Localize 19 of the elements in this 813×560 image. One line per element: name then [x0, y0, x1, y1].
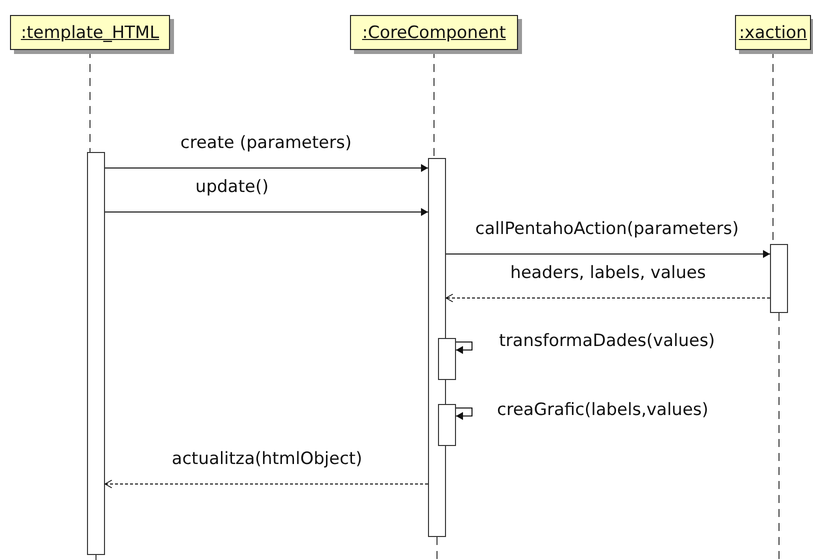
message-arrow: [104, 164, 428, 172]
message-label: transformaDades(values): [499, 331, 715, 351]
message-label: headers, labels, values: [510, 263, 706, 283]
message-arrow: [446, 250, 770, 258]
activation-bar: [770, 244, 788, 313]
activation-bar: [438, 338, 456, 380]
message-arrow: [456, 408, 472, 420]
message-label: create (parameters): [180, 133, 352, 153]
activation-bar: [87, 152, 105, 555]
message-label: callPentahoAction(parameters): [475, 219, 739, 239]
activation-bar: [428, 158, 446, 537]
return-message-arrow: [446, 294, 770, 302]
message-label: actualitza(htmlObject): [172, 449, 362, 469]
message-label: update(): [195, 177, 269, 197]
return-message-arrow: [104, 480, 428, 488]
message-label: creaGrafic(labels,values): [497, 400, 708, 420]
message-arrow: [456, 342, 472, 354]
message-arrow: [104, 208, 428, 216]
activation-bar: [438, 404, 456, 446]
